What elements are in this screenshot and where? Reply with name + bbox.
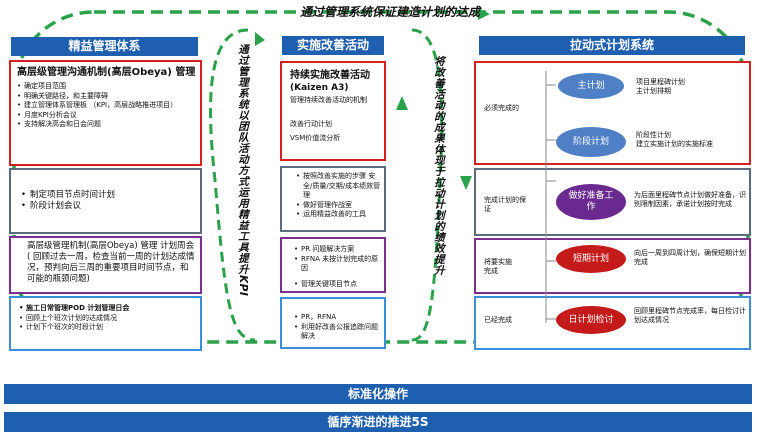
left-box-1-list: 确定项目范围 明确关键路径，和主要障碍 建立管理体系管理板 （KPI，高层战略推… xyxy=(17,82,196,130)
middle-box-1-line: 管理持续改善活动的机制 xyxy=(290,96,367,104)
note-phase-plan: 阶段性计划 建立实施计划的实施标准 xyxy=(636,131,713,148)
left-box-1-title: 高层级管理沟通机制(高层Obeya) 管理 xyxy=(17,67,196,78)
list-item: PR，RFNA xyxy=(294,313,381,323)
list-item: 月度KPI分析会议 xyxy=(17,111,196,121)
left-box-2: 制定项目节点时间计划 阶段计划会议 xyxy=(9,168,202,234)
list-item: 支持解决高会和日会问题 xyxy=(17,120,196,130)
list-item: PR 问题解决方案 xyxy=(294,245,381,255)
list-item: RFNA 未按计划完成的原因 xyxy=(294,255,381,274)
left-box-2-list: 制定项目节点时间计划 阶段计划会议 xyxy=(21,190,196,212)
middle-box-1-line: 改善行动计划 xyxy=(290,120,332,128)
list-item: 计划下个班次的时段计划 xyxy=(19,323,196,333)
right-header: 拉动式计划系统 xyxy=(479,36,745,55)
oval-master-plan: 主计划 xyxy=(558,73,624,99)
list-item: 制定项目节点时间计划 xyxy=(21,190,196,201)
left-box-1: 高层级管理沟通机制(高层Obeya) 管理 确定项目范围 明确关键路径，和主要障… xyxy=(9,60,202,166)
bottom-bar-5s: 循序渐进的推进5S xyxy=(4,412,752,432)
list-item: 回顾上个班次计划的达成情况 xyxy=(19,314,196,324)
middle-header: 实施改善活动 xyxy=(282,36,384,55)
note-short-term: 向后一周到四周计划，确保短期计划完成 xyxy=(634,249,746,266)
right-row-2-label: 完成计划的保证 xyxy=(484,196,526,213)
middle-box-1: 持续实施改善活动 (Kaizen A3) 管理持续改善活动的机制 改善行动计划 … xyxy=(280,61,386,161)
oval-short-term-plan: 短期计划 xyxy=(556,245,626,273)
list-item: 运用精益改善的工具 xyxy=(296,210,381,220)
middle-box-4-list: PR，RFNA 利用好改善公报追踪问题解决 xyxy=(294,313,381,342)
note-master-plan: 项目里程碑计划 主计划排期 xyxy=(636,78,685,95)
right-connector xyxy=(545,71,556,323)
left-header: 精益管理体系 xyxy=(11,37,198,56)
middle-box-1-title: 持续实施改善活动 xyxy=(290,70,370,81)
middle-box-1-sub: (Kaizen A3) xyxy=(290,83,349,93)
middle-box-3-list: PR 问题解决方案 RFNA 未按计划完成的原因 管理关键项目节点 xyxy=(294,245,381,289)
banner-title: 通过管理系统保证建造计划的达成 xyxy=(299,5,480,19)
list-item: 做好管理作战室 xyxy=(296,201,381,211)
middle-box-2: 按照改善实施的步骤 安全/质量/交期/成本绩效管理 做好管理作战室 运用精益改善… xyxy=(280,166,386,232)
oval-phase-plan: 阶段计划 xyxy=(556,127,626,157)
list-item: 施工日常管理POD 计划管理日会 xyxy=(19,304,196,314)
list-item: 按照改善实施的步骤 安全/质量/交期/成本绩效管理 xyxy=(296,172,381,201)
right-row-3-label: 将要实施完成 xyxy=(484,258,512,275)
note-daily-review: 回顾里程碑节点完成率，每日检讨计划达成情况 xyxy=(634,307,746,324)
oval-preparation: 做好准备工作 xyxy=(556,184,626,220)
vertical-text-right: 将改善活动的成果体现于拉动计划的绩效提升 xyxy=(433,56,445,276)
middle-box-4: PR，RFNA 利用好改善公报追踪问题解决 xyxy=(280,297,386,349)
right-row-4-label: 已经完成 xyxy=(484,316,512,324)
note-preparation: 为后面里程碑节点计划做好准备，识别限制因素，承诺计划按时完成 xyxy=(634,191,746,208)
left-box-4: 施工日常管理POD 计划管理日会 回顾上个班次计划的达成情况 计划下个班次的时段… xyxy=(9,296,202,351)
list-item: 利用好改善公报追踪问题解决 xyxy=(294,323,381,342)
left-box-4-list: 施工日常管理POD 计划管理日会 回顾上个班次计划的达成情况 计划下个班次的时段… xyxy=(19,304,196,333)
vertical-text-left: 通过管理系统以团队活动方式运用精益工具提升KPI xyxy=(237,44,249,297)
list-item: 阶段计划会议 xyxy=(21,201,196,212)
oval-daily-review: 日计划检讨 xyxy=(556,306,626,334)
right-row-1-label: 必须完成的 xyxy=(484,104,519,112)
list-item: 确定项目范围 xyxy=(17,82,196,92)
middle-box-3: PR 问题解决方案 RFNA 未按计划完成的原因 管理关键项目节点 xyxy=(280,237,386,293)
bottom-bar-standard-operation: 标准化操作 xyxy=(4,384,752,404)
middle-box-1-line: VSM价值流分析 xyxy=(290,134,341,142)
left-box-3: 高层级管理机制(高层Obeya) 管理 计划周会( 回顾过去一周，检查当前一周的… xyxy=(9,236,202,294)
list-item: 明确关键路径，和主要障碍 xyxy=(17,92,196,102)
list-item: 管理关键项目节点 xyxy=(294,280,381,290)
list-item: 建立管理体系管理板 （KPI，高层战略推进项目） xyxy=(17,101,196,111)
left-box-3-text: 高层级管理机制(高层Obeya) 管理 计划周会( 回顾过去一周，检查当前一周的… xyxy=(27,241,195,284)
middle-box-2-list: 按照改善实施的步骤 安全/质量/交期/成本绩效管理 做好管理作战室 运用精益改善… xyxy=(296,172,381,220)
